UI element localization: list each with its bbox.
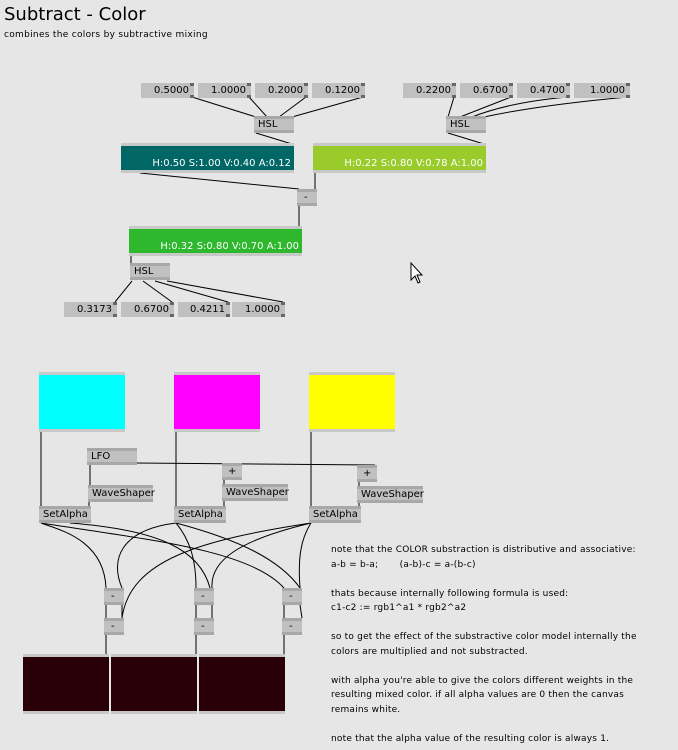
- subtract-node[interactable]: -: [194, 618, 214, 635]
- waveshaper-node-1[interactable]: WaveShaper: [88, 485, 155, 502]
- add-node-1[interactable]: +: [222, 463, 242, 480]
- output-saturation[interactable]: 0.6700: [121, 302, 174, 317]
- input-alpha-1[interactable]: 0.1200: [312, 83, 365, 98]
- output-lightness[interactable]: 0.4211: [178, 302, 230, 317]
- lfo-node[interactable]: LFO: [87, 448, 137, 465]
- patch-title: Subtract - Color: [4, 4, 146, 25]
- input-saturation-2[interactable]: 0.6700: [460, 83, 513, 98]
- subtract-node[interactable]: -: [104, 588, 124, 605]
- color-label: H:0.22 S:0.80 V:0.78 A:1.00: [344, 158, 483, 169]
- setalpha-node-2[interactable]: SetAlpha: [174, 506, 226, 523]
- add-node-2[interactable]: +: [357, 465, 377, 482]
- color-box-cyan[interactable]: [39, 372, 125, 432]
- setalpha-node-1[interactable]: SetAlpha: [39, 506, 91, 523]
- hsl-node-1[interactable]: HSL: [254, 116, 294, 133]
- input-lightness-2[interactable]: 0.4700: [517, 83, 570, 98]
- hsl-split-node[interactable]: HSL: [130, 263, 170, 280]
- color-box-result[interactable]: H:0.32 S:0.80 V:0.70 A:1.00: [129, 226, 302, 256]
- color-box-yellow[interactable]: [309, 372, 395, 432]
- input-alpha-2[interactable]: 1.0000: [574, 83, 630, 98]
- output-hue[interactable]: 0.3173: [64, 302, 117, 317]
- input-hue-2[interactable]: 0.2200: [403, 83, 456, 98]
- color-box-teal[interactable]: H:0.50 S:1.00 V:0.40 A:0.12: [121, 143, 294, 173]
- subtract-node[interactable]: -: [297, 189, 317, 206]
- subtract-node[interactable]: -: [104, 618, 124, 635]
- color-box-lime[interactable]: H:0.22 S:0.80 V:0.78 A:1.00: [313, 143, 486, 173]
- subtract-node[interactable]: -: [282, 618, 302, 635]
- subtract-node[interactable]: -: [194, 588, 214, 605]
- mixed-color-box-2[interactable]: [111, 654, 197, 714]
- mouse-cursor-icon: [410, 261, 424, 284]
- waveshaper-node-3[interactable]: WaveShaper: [357, 486, 424, 503]
- input-lightness-1[interactable]: 0.2000: [255, 83, 308, 98]
- input-saturation-1[interactable]: 1.0000: [198, 83, 251, 98]
- output-alpha[interactable]: 1.0000: [232, 302, 285, 317]
- color-label: H:0.32 S:0.80 V:0.70 A:1.00: [160, 241, 299, 252]
- mixed-color-box-3[interactable]: [199, 654, 285, 714]
- color-label: H:0.50 S:1.00 V:0.40 A:0.12: [152, 158, 291, 169]
- setalpha-node-3[interactable]: SetAlpha: [309, 506, 361, 523]
- patch-subtitle: combines the colors by subtractive mixin…: [4, 30, 208, 40]
- mixed-color-box-1[interactable]: [23, 654, 109, 714]
- subtract-node[interactable]: -: [282, 588, 302, 605]
- hsl-node-2[interactable]: HSL: [446, 116, 486, 133]
- explanation-note: note that the COLOR substraction is dist…: [331, 545, 637, 744]
- color-box-magenta[interactable]: [174, 372, 260, 432]
- waveshaper-node-2[interactable]: WaveShaper: [222, 484, 289, 501]
- input-hue-1[interactable]: 0.5000: [141, 83, 194, 98]
